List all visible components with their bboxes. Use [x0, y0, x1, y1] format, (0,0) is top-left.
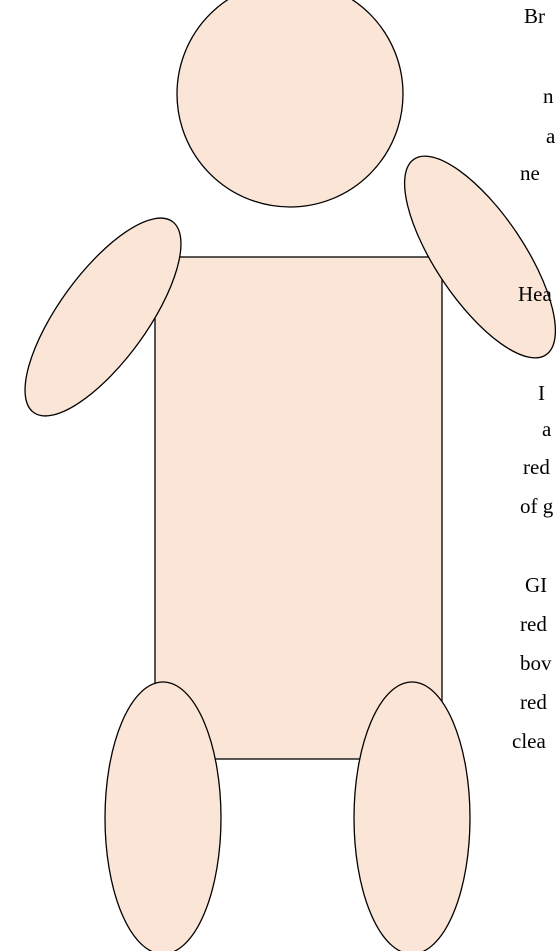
- torso: [155, 257, 442, 759]
- head: [177, 0, 403, 207]
- right-leg: [354, 682, 470, 951]
- left-leg: [105, 682, 221, 951]
